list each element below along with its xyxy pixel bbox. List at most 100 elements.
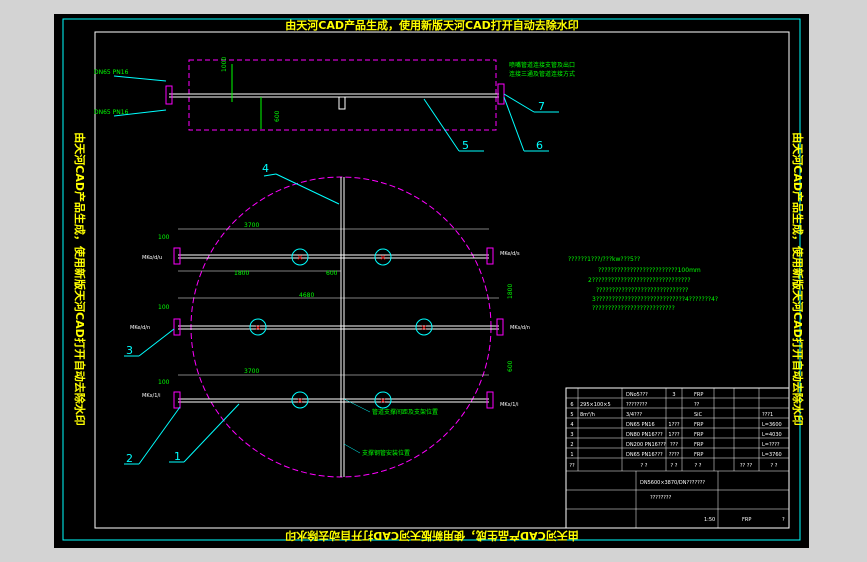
nozzle-4	[415, 318, 433, 336]
dim-3700-b: 3700	[244, 368, 259, 375]
dim-1800: 1800	[234, 270, 249, 277]
svg-text:8m²/h: 8m²/h	[580, 412, 595, 418]
nozzle-3	[249, 318, 267, 336]
balloon-3: 3	[126, 344, 133, 357]
flange-label-left-1: MKo/d/u	[142, 255, 162, 261]
flange-label-right-2: MKs/d/n	[510, 325, 530, 331]
nozzle-2	[374, 248, 392, 266]
svg-text:L=????: L=????	[762, 442, 780, 448]
nozzle-markers: × × × × × ×	[249, 248, 433, 409]
leader-5	[423, 98, 460, 152]
inner-frame	[94, 31, 790, 529]
bom-row-3: 4 DN65 PN16 1??? FRP L=3600	[570, 422, 781, 428]
svg-text:DN65 PN16: DN65 PN16	[626, 422, 655, 428]
side-dim-1: 1000	[221, 57, 228, 72]
dim-3700-a: 3700	[244, 222, 259, 229]
balloon-6: 6	[536, 139, 543, 152]
balloon-5: 5	[462, 139, 469, 152]
svg-text:6: 6	[570, 402, 573, 408]
svg-text:SiC: SiC	[694, 412, 703, 418]
flange-left-3	[173, 391, 181, 409]
svg-text:3/4???: 3/4???	[626, 412, 642, 418]
note-line-6: ??????????????????????????	[592, 305, 675, 312]
leader-6	[503, 96, 525, 152]
bom-row-5: 2 DN200 PN16??? ??? FRP L=????	[570, 442, 780, 448]
nozzle-x-6: ×	[380, 396, 387, 405]
note-line-2: ?????????????????????????100mm	[598, 267, 701, 274]
svg-text:1: 1	[570, 452, 573, 458]
flange-left-1	[173, 247, 181, 265]
leader-center-a	[343, 398, 371, 413]
nozzle-x-2: ×	[380, 253, 387, 262]
svg-text:FRP: FRP	[694, 442, 703, 448]
dim-100-c: 100	[158, 379, 170, 386]
dim-right-1: 1800	[507, 284, 514, 299]
flange-right-1	[486, 247, 494, 265]
nozzle-5	[291, 391, 309, 409]
side-dim-2: 600	[274, 110, 281, 122]
flange-label-right-3: MKx/1/i	[500, 402, 519, 408]
svg-text:????: ????	[669, 452, 680, 458]
leader-4-tail	[263, 173, 277, 177]
note-line-5: 3????????????????????????????4???????4?	[592, 296, 718, 303]
side-view-vessel-outline	[188, 59, 497, 131]
side-flange-left	[165, 85, 173, 105]
dim-100-b: 100	[158, 304, 170, 311]
svg-text:L=4030: L=4030	[762, 432, 782, 438]
balloon-4: 4	[262, 162, 269, 175]
nozzle-x-4: ×	[421, 323, 428, 332]
leader-3	[138, 328, 175, 357]
scale: 1:50	[704, 517, 715, 523]
svg-text:DN200 PN16???: DN200 PN16???	[626, 442, 666, 448]
flange-right-3	[486, 391, 494, 409]
flange-label-left-3: MKx/1/i	[142, 393, 161, 399]
svg-text:4: 4	[570, 422, 573, 428]
side-view: 1000 600 DN65 PN16 DN65 PN16 喷嘴管道连接支管及出口…	[94, 57, 575, 131]
svg-text:L=3600: L=3600	[762, 422, 782, 428]
side-nozzle	[338, 96, 346, 110]
svg-text:295×100×5: 295×100×5	[580, 402, 611, 408]
note-line-1: ??????1???/???kw???5??	[568, 256, 640, 263]
nozzle-1	[291, 248, 309, 266]
dim-600: 600	[326, 270, 338, 277]
top-right-note-b: 连接三通及管道连接方式	[509, 70, 575, 78]
leader-7	[503, 93, 535, 113]
flange-label-left-2: MKe/d/n	[130, 325, 150, 331]
balloon-2: 2	[126, 452, 133, 465]
svg-text:2: 2	[570, 442, 573, 448]
bom-row-6: 1 DN65 PN16??? ???? FRP L=3760	[570, 452, 781, 458]
drawing-sheet: 由天河CAD产品生成，使用新版天河CAD打开自动去除水印 由天河CAD产品生成，…	[54, 14, 809, 548]
svg-text:FRP: FRP	[694, 392, 703, 398]
bom-row-0: DNo5??? 3 FRP	[626, 392, 703, 398]
svg-text:1???: 1???	[668, 422, 679, 428]
svg-text:DN80 PN16???: DN80 PN16???	[626, 432, 663, 438]
outer-frame	[62, 18, 801, 541]
svg-text:? ?: ? ?	[671, 463, 678, 469]
watermark-top: 由天河CAD产品生成，使用新版天河CAD打开自动去除水印	[285, 18, 578, 32]
flange-right-2	[496, 318, 504, 336]
center-annotation-a: 管道支撑间距及支架位置	[372, 408, 438, 416]
svg-text:???: ???	[670, 442, 678, 448]
svg-text:3: 3	[570, 432, 573, 438]
svg-text:3: 3	[672, 392, 675, 398]
nozzle-x-5: ×	[297, 396, 304, 405]
watermark-right: 由天河CAD产品生成，使用新版天河CAD打开自动去除水印	[791, 132, 805, 425]
balloon-7: 7	[538, 100, 545, 113]
cad-drawing: 由天河CAD产品生成，使用新版天河CAD打开自动去除水印 由天河CAD产品生成，…	[62, 18, 805, 543]
svg-text:??: ??	[569, 463, 575, 469]
balloon-callouts: 4 5 6 7 3 2 1	[124, 93, 559, 465]
leader-center-b	[343, 443, 361, 454]
svg-text:DN65 PN16???: DN65 PN16???	[626, 452, 663, 458]
sheet-no: ?	[782, 517, 785, 523]
nozzle-x-3: ×	[255, 323, 262, 332]
leader-side-b	[113, 109, 167, 117]
material-box: FRP	[742, 517, 751, 523]
bom-row-1: 6 295×100×5 ???????? ??	[570, 402, 699, 408]
svg-text:1???: 1???	[668, 432, 679, 438]
svg-text:????????: ????????	[626, 402, 648, 408]
flange-left-2	[173, 318, 181, 336]
side-label-a: DN65 PN16	[94, 69, 129, 76]
technical-notes: ??????1???/???kw???5?? ?????????????????…	[568, 256, 718, 312]
leader-side-a	[113, 75, 167, 82]
watermark-left: 由天河CAD产品生成，使用新版天河CAD打开自动去除水印	[73, 132, 87, 425]
